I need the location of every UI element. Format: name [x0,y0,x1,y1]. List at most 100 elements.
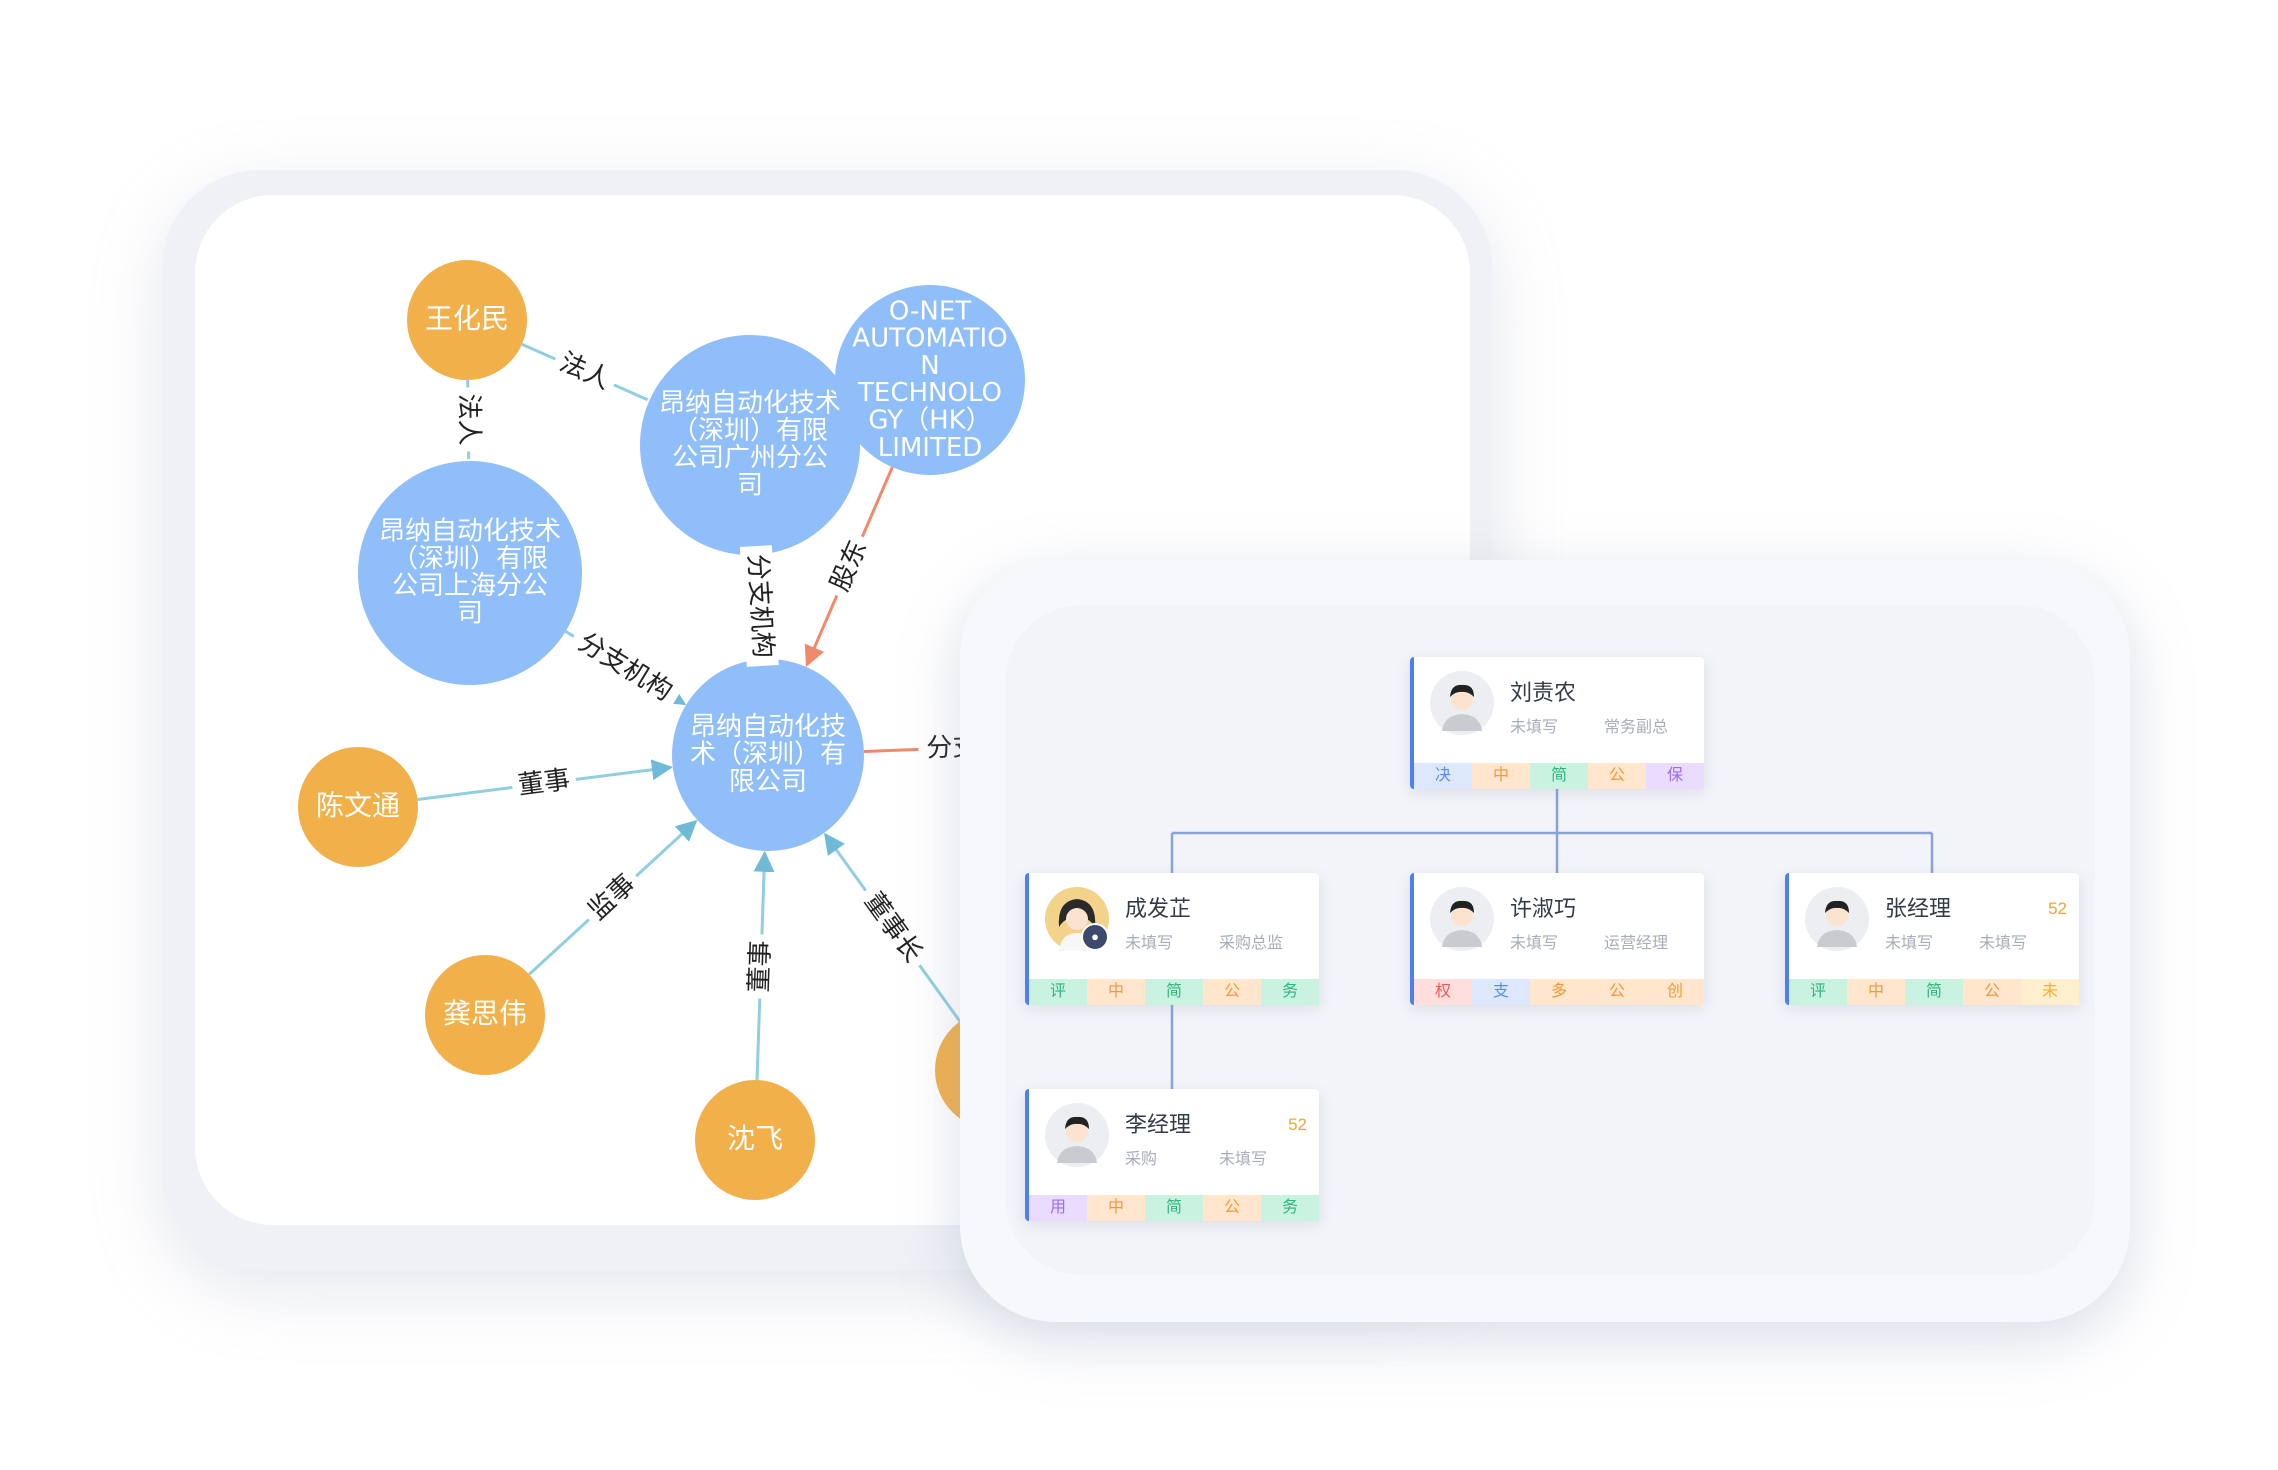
org-connector-lines [1170,789,1934,1089]
org-card-tag[interactable]: 权 [1414,979,1472,1005]
edge-label-bg [743,933,778,1000]
graph-node-label-onet: N [920,351,939,381]
graph-node-label-onet: TECHNOLO [857,378,1002,408]
user-badge-icon: ● [1081,923,1109,951]
org-card-tag[interactable]: 公 [1203,979,1261,1005]
male-avatar-icon [1430,887,1494,951]
org-card-tag[interactable]: 支 [1472,979,1530,1005]
org-card-job-title: 采购总监 [1219,935,1284,952]
graph-node-label-wang: 王化民 [425,302,509,335]
org-card-name: 许淑巧 [1510,896,1577,921]
graph-node-label-gz: 司 [737,470,763,500]
graph-node-label-gong: 龚思伟 [443,997,527,1030]
org-card-score: 52 [2048,899,2067,918]
edge-label-bg [565,622,685,713]
graph-node-sh[interactable] [358,461,582,685]
org-card-tag[interactable]: 中 [1472,763,1530,789]
org-card-department: 未填写 [1885,935,1934,952]
org-card-tags: 评中简公未 [1789,979,2079,1005]
edge-label-bg [822,530,877,602]
org-card-tags: 权支多公创 [1414,979,1704,1005]
graph-node-label-onet: O-NET [889,296,971,326]
graph-node-label-sh: 司 [457,598,483,628]
edge-label-sh-main: 分支机构 [573,627,677,707]
edge-label-bg [578,864,647,932]
graph-node-label-shen: 沈飞 [727,1122,783,1155]
org-card-tag[interactable]: 多 [1530,979,1588,1005]
org-card-department: 未填写 [1510,935,1559,952]
org-card-job-title: 未填写 [1979,935,2028,952]
org-card-tag[interactable]: 用 [1029,1195,1087,1221]
edge-label-bg [510,763,578,804]
org-card-tag[interactable]: 评 [1029,979,1087,1005]
graph-node-label-sh: （深圳）有限 [392,544,548,574]
graph-node-label-onet: GY（HK） [868,405,991,435]
graph-node-label-gz: 公司广州分公 [672,443,828,473]
org-card-tag[interactable]: 简 [1145,1195,1203,1221]
graph-node-chen[interactable] [298,747,418,867]
edge-label-bg [852,881,933,975]
org-card-department: 采购 [1125,1151,1158,1168]
graph-node-label-main: 术（深圳）有 [690,740,846,770]
org-card-job-title: 常务副总 [1604,719,1669,736]
org-card-liu[interactable]: 刘责农未填写 常务副总决中简公保 [1410,657,1704,789]
org-card-score: 52 [1288,1115,1307,1134]
male-avatar-icon [1805,887,1869,951]
org-card-job-title: 未填写 [1219,1151,1268,1168]
graph-node-label-sh: 公司上海分公 [392,571,548,601]
graph-node-gong[interactable] [425,955,545,1075]
org-card-tag[interactable]: 务 [1261,1195,1319,1221]
relationship-graph: 王化民昂纳自动化技术（深圳）有限公司广州分公司O-NETAUTOMATIONTE… [298,260,1094,1200]
male-avatar-icon [1045,1103,1109,1167]
org-card-tag[interactable]: 公 [1963,979,2021,1005]
graph-node-label-onet: LIMITED [878,433,983,463]
graph-node-shen[interactable] [695,1080,815,1200]
edge-label-bg [739,545,779,667]
org-card-tag[interactable]: 公 [1203,1195,1261,1221]
graph-node-label-gz: 昂纳自动化技术 [659,389,841,419]
org-card-tag[interactable]: 未 [2021,979,2079,1005]
org-card-tag[interactable]: 中 [1847,979,1905,1005]
org-card-name: 成发芷 [1125,896,1192,921]
org-card-name: 张经理 [1885,896,1952,921]
org-card-tag[interactable]: 公 [1588,979,1646,1005]
org-card-tag[interactable]: 保 [1646,763,1704,789]
graph-node-wang[interactable] [407,260,527,380]
graph-node-label-main: 昂纳自动化技 [690,712,846,742]
org-card-zhang[interactable]: 张经理未填写 未填写 52 评中简公未 [1785,873,2079,1005]
org-card-tag[interactable]: 务 [1261,979,1319,1005]
graph-node-label-onet: AUTOMATIO [852,324,1007,354]
edge-label-shen-main: 董事 [744,940,776,993]
org-card-tag[interactable]: 中 [1087,1195,1145,1221]
org-card-name: 李经理 [1125,1112,1192,1137]
org-card-name: 刘责农 [1510,680,1577,705]
edge-label-hidden-main: 董事长 [858,887,928,968]
org-card-tag[interactable]: 决 [1414,763,1472,789]
graph-node-label-gz: （深圳）有限 [672,416,828,446]
edge-label-chen-main: 董事 [516,765,571,801]
org-card-tag[interactable]: 简 [1530,763,1588,789]
org-card-tags: 评中简公务 [1029,979,1319,1005]
org-card-cheng[interactable]: ● 成发芷未填写 采购总监评中简公务 [1025,873,1319,1005]
org-card-tag[interactable]: 创 [1646,979,1704,1005]
org-card-tag[interactable]: 评 [1789,979,1847,1005]
edge-label-bg [548,344,621,400]
org-card-xu[interactable]: 许淑巧未填写 运营经理权支多公创 [1410,873,1704,1005]
graph-node-main[interactable] [672,659,864,851]
org-card-tags: 用中简公务 [1029,1195,1319,1221]
org-chart-panel: 刘责农未填写常务副总决中简公保●成发芷未填写采购总监评中简公务许淑巧未填写运营经… [1005,605,2095,1275]
org-card-tag[interactable]: 中 [1087,979,1145,1005]
graph-node-label-main: 限公司 [729,767,807,797]
org-card-tag[interactable]: 简 [1905,979,1963,1005]
org-card-department: 未填写 [1125,935,1174,952]
graph-node-onet[interactable] [835,285,1025,475]
org-card-tag[interactable]: 公 [1588,763,1646,789]
edge-label-bg [451,387,485,452]
graph-node-gz[interactable] [640,335,860,555]
graph-node-label-sh: 昂纳自动化技术 [379,517,561,547]
org-card-job-title: 运营经理 [1604,935,1669,952]
org-card-tag[interactable]: 简 [1145,979,1203,1005]
org-card-department: 未填写 [1510,719,1559,736]
male-avatar-icon [1430,671,1494,735]
org-card-li[interactable]: 李经理采购 未填写 52 用中简公务 [1025,1089,1319,1221]
